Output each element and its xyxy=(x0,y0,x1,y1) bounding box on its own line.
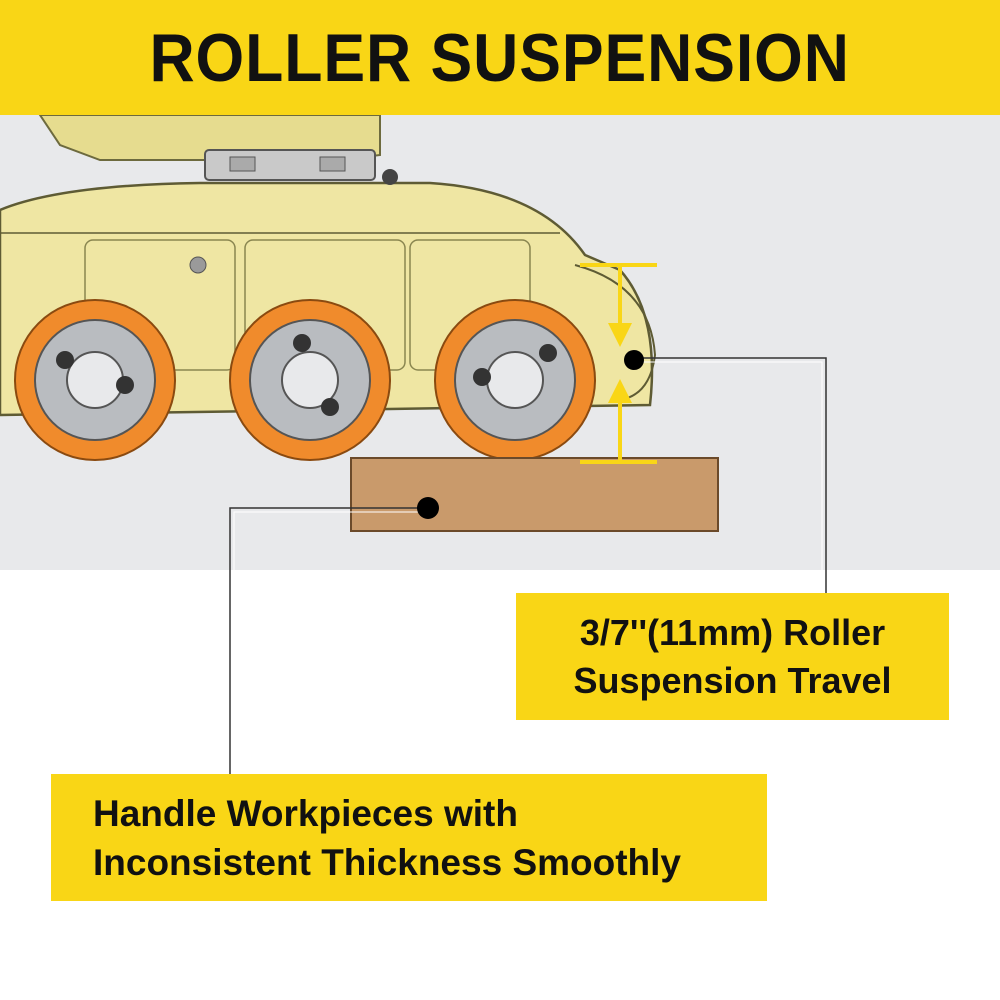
title-banner: ROLLER SUSPENSION xyxy=(0,0,1000,115)
callout-line: Suspension Travel xyxy=(573,659,892,701)
callout-line: Handle Workpieces with xyxy=(93,792,518,834)
page-title: ROLLER SUSPENSION xyxy=(149,19,851,96)
suspension-travel-callout: 3/7''(11mm) Roller Suspension Travel xyxy=(516,593,949,720)
roller-diagram xyxy=(0,115,719,532)
motor-body xyxy=(38,115,381,181)
roller-middle xyxy=(229,299,391,461)
workpiece-board xyxy=(350,457,719,532)
workpiece-callout: Handle Workpieces with Inconsistent Thic… xyxy=(51,774,767,901)
callout-line: 3/7''(11mm) Roller xyxy=(579,611,886,653)
roller-right xyxy=(434,299,596,461)
roller-left xyxy=(14,299,176,461)
product-illustration xyxy=(0,115,1000,570)
callout-line: Inconsistent Thickness Smoothly xyxy=(93,841,682,883)
